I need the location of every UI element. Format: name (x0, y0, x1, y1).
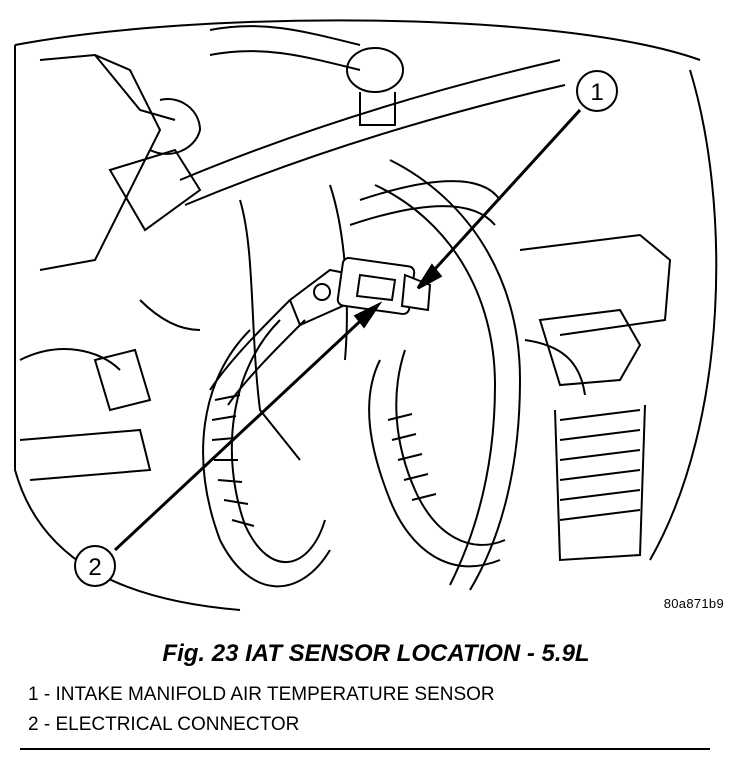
bottom-rule (20, 748, 710, 750)
figure-caption: Fig. 23 IAT SENSOR LOCATION - 5.9L (162, 640, 590, 667)
leader-lines (113, 108, 582, 552)
callout-2: 2 (74, 545, 116, 587)
wiring-harness (202, 159, 522, 591)
legend-item-2: 2 - ELECTRICAL CONNECTOR (28, 714, 300, 735)
callout-2-number: 2 (88, 554, 101, 581)
callout-1-number: 1 (590, 79, 603, 106)
legend-item-1: 1 - INTAKE MANIFOLD AIR TEMPERATURE SENS… (28, 684, 495, 705)
engine-components (19, 25, 672, 562)
engine-line-drawing: 1 2 (14, 19, 718, 611)
figure-id: 80a871b9 (663, 596, 724, 611)
callout-1: 1 (576, 70, 618, 112)
sensor-hose (209, 299, 306, 406)
